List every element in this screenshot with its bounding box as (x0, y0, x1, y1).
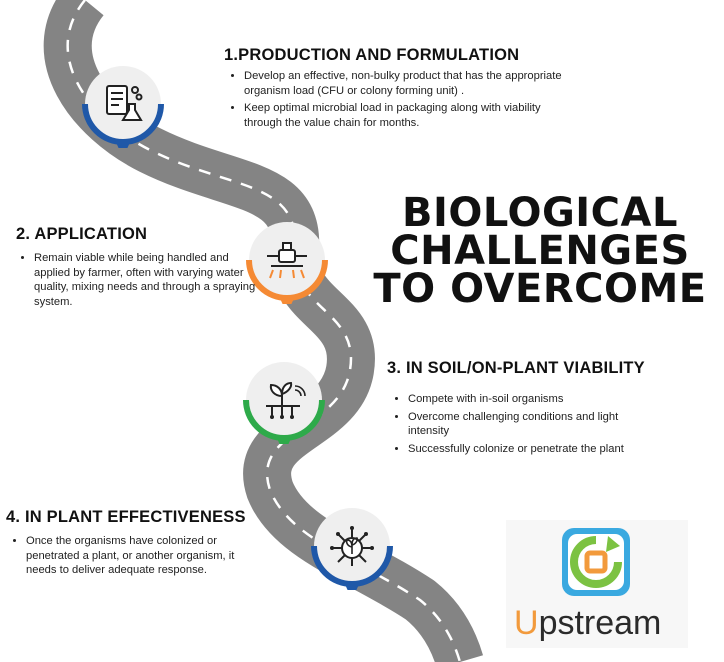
step4-bullets: Once the organisms have colonized or pen… (12, 534, 246, 581)
brand-name: Upstream (514, 605, 661, 641)
step3-title: 3. IN SOIL/ON-PLANT VIABILITY (387, 359, 645, 377)
headline: BIOLOGICAL CHALLENGES TO OVERCOME (356, 190, 724, 312)
step4-title: 4. IN PLANT EFFECTIVENESS (6, 508, 246, 526)
step3-bullets: Compete with in-soil organisms Overcome … (394, 392, 648, 459)
headline-line-3: TO OVERCOME (373, 266, 707, 312)
step1-bullet-1: Develop an effective, non-bulky product … (244, 69, 564, 98)
brand-name-u: U (514, 604, 539, 642)
step4-ring (311, 545, 393, 590)
step2-marker (246, 222, 328, 304)
headline-line-2: CHALLENGES (390, 228, 690, 274)
step4-marker (311, 508, 393, 590)
step2-ring (246, 259, 328, 304)
step3-ring (243, 399, 325, 444)
step4-bullet-1: Once the organisms have colonized or pen… (26, 534, 246, 578)
step1-bullet-2: Keep optimal microbial load in packaging… (244, 101, 564, 130)
lab-document-icon (106, 85, 143, 121)
step3-bullet-1: Compete with in-soil organisms (408, 392, 648, 407)
step2-bullet-1: Remain viable while being handled and ap… (34, 251, 256, 309)
step2-title: 2. APPLICATION (16, 225, 148, 243)
step3-marker (243, 362, 325, 444)
headline-line-1: BIOLOGICAL (402, 190, 678, 236)
step1-bullets: Develop an effective, non-bulky product … (230, 69, 564, 133)
upstream-logo-icon (562, 528, 630, 596)
brand-name-rest: pstream (538, 604, 662, 642)
plant-network-icon (330, 526, 374, 566)
step3-bullet-3: Successfully colonize or penetrate the p… (408, 442, 648, 457)
step2-bullets: Remain viable while being handled and ap… (20, 251, 256, 312)
drone-sprayer-icon (267, 242, 307, 279)
step1-ring (82, 103, 164, 148)
step1-marker (82, 66, 164, 148)
step1-title: 1.PRODUCTION AND FORMULATION (224, 46, 520, 64)
step3-bullet-2: Overcome challenging conditions and ligh… (408, 410, 648, 439)
sprout-circuit-icon (266, 381, 306, 419)
